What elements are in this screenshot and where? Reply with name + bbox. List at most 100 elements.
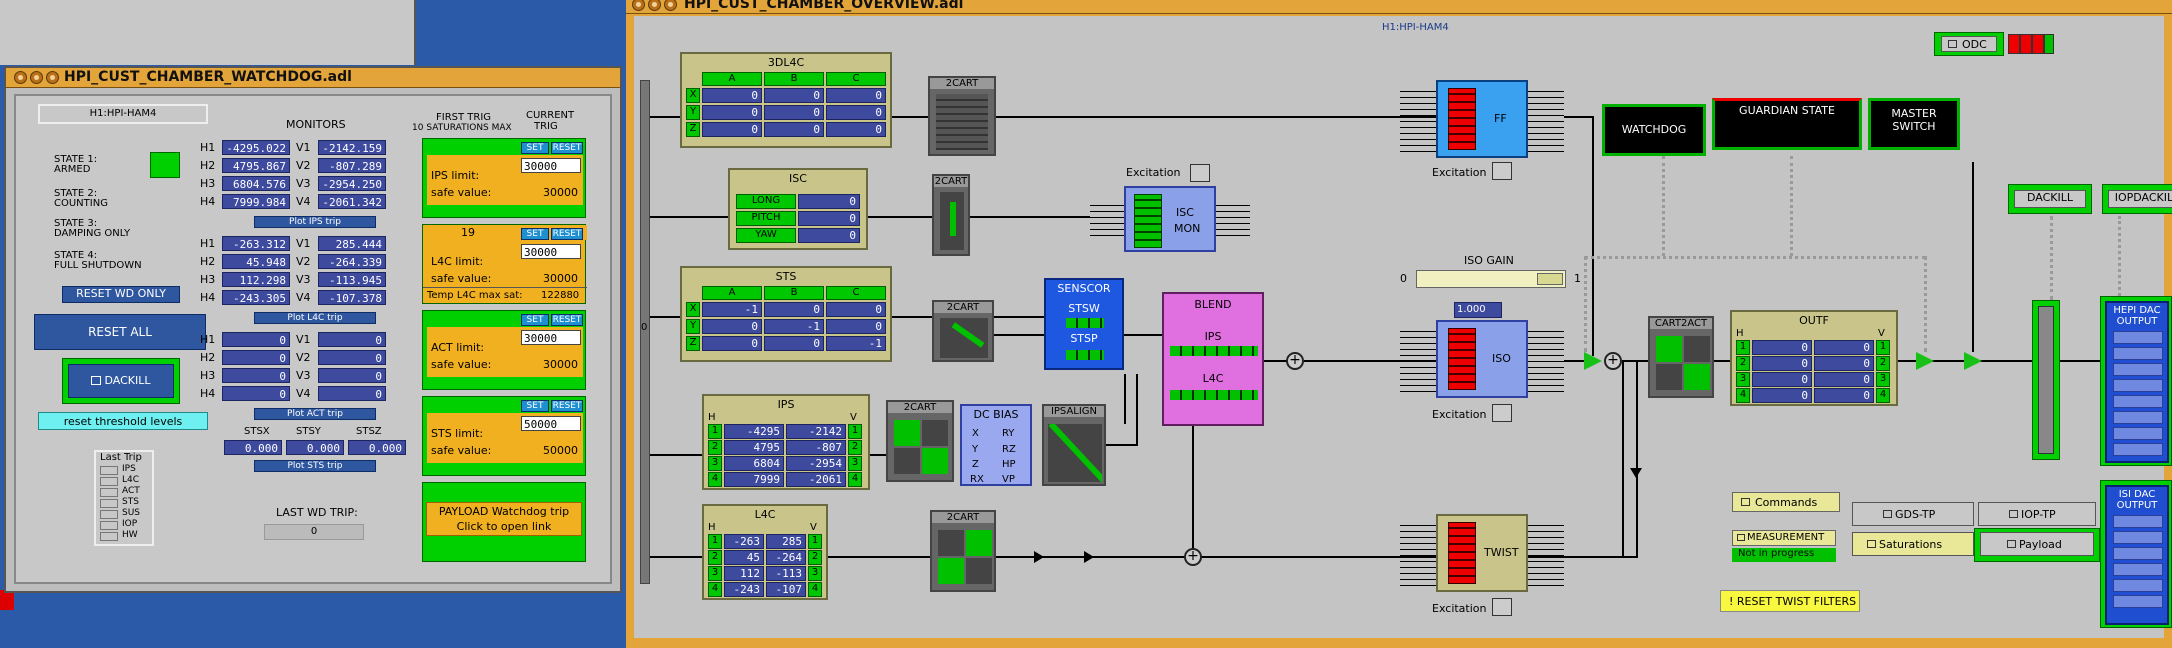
l4c-set-button[interactable]: SET (521, 228, 549, 240)
background-window-strip-bottom (0, 590, 14, 610)
payload-button[interactable]: Payload (1980, 532, 2094, 556)
dcbias-rx: RX (970, 474, 984, 485)
wire (1106, 444, 1138, 446)
plot-sts-trip-button[interactable]: Plot STS trip (254, 460, 376, 472)
dcbias-x: X (972, 428, 979, 439)
senscor-block[interactable]: SENSCOR STSW STSP (1044, 278, 1124, 370)
last-wd-trip-value: 0 (310, 526, 318, 537)
watchdog-titlebar[interactable]: HPI_CUST_CHAMBER_WATCHDOG.adl (6, 68, 620, 88)
act-reset-button[interactable]: RESET (551, 314, 583, 326)
ipsalign-block[interactable]: IPSALIGN (1042, 404, 1106, 486)
guardian-state-button[interactable]: GUARDIAN STATE (1712, 98, 1862, 150)
cart2act-block[interactable]: CART2ACT (1648, 316, 1714, 398)
row-index: 1 (708, 534, 722, 549)
blend-block[interactable]: BLEND IPS L4C (1162, 292, 1264, 426)
isc-mon-filter[interactable]: ISC MON (1124, 186, 1216, 252)
maximize-icon[interactable] (46, 71, 59, 84)
monitor-label: H3 (200, 273, 216, 286)
plot-l4c-trip-button[interactable]: Plot L4C trip (254, 312, 376, 324)
ff-excitation-box[interactable] (1492, 162, 1512, 180)
master-switch-button[interactable]: MASTER SWITCH (1868, 98, 1960, 150)
window-menu-icon[interactable] (14, 71, 27, 84)
ips-reset-button[interactable]: RESET (551, 142, 583, 154)
plot-act-trip-button[interactable]: Plot ACT trip (254, 408, 376, 420)
cart2-l4c[interactable]: 2CART (930, 510, 996, 592)
act-set-button[interactable]: SET (521, 314, 549, 326)
wire (1304, 360, 1436, 362)
monitor-value: 0 (318, 332, 386, 347)
reset-threshold-button[interactable]: reset threshold levels (38, 412, 208, 430)
monitor-label: V1 (296, 333, 311, 346)
minimize-icon[interactable] (648, 0, 661, 11)
ips-limit-input[interactable]: 30000 (521, 158, 581, 173)
iopdackill-button[interactable]: IOPDACKILL (2108, 190, 2172, 208)
measurement-button[interactable]: MEASUREMENT (1732, 530, 1836, 546)
window-icon (1741, 498, 1750, 506)
iso-excitation-box[interactable] (1492, 404, 1512, 422)
sts-set-button[interactable]: SET (521, 400, 549, 412)
iso-filter[interactable]: ISO (1436, 320, 1528, 398)
saturations-button[interactable]: Saturations (1852, 532, 1974, 556)
l4c-limit-input[interactable]: 30000 (521, 244, 581, 259)
payload-line-1: PAYLOAD Watchdog trip (438, 505, 570, 518)
act-limit-input[interactable]: 30000 (521, 330, 581, 345)
commands-button[interactable]: Commands (1732, 492, 1840, 512)
wire (1636, 360, 1638, 556)
reset-twist-button[interactable]: ! RESET TWIST FILTERS (1720, 590, 1860, 612)
gds-tp-button[interactable]: GDS-TP (1852, 502, 1974, 526)
overview-titlebar[interactable]: HPI_CUST_CHAMBER_OVERVIEW.adl (626, 0, 2172, 14)
h-value: 112 (724, 566, 764, 581)
cart2-top[interactable]: 2CART (928, 76, 996, 156)
dcbias-block[interactable]: DC BIAS X Y Z RX RY RZ HP VP (960, 404, 1032, 486)
cart2-ips[interactable]: 2CART (886, 400, 954, 482)
monitor-value: -264.339 (318, 254, 386, 269)
block-l4c-title: L4C (754, 508, 776, 521)
twist-label: TWIST (1484, 546, 1519, 559)
twist-excitation-box[interactable] (1492, 598, 1512, 616)
twist-filter[interactable]: TWIST (1436, 514, 1528, 592)
matrix-cell: 0 (702, 336, 762, 351)
iop-tp-button[interactable]: IOP-TP (1978, 502, 2096, 526)
matrix-cell: 0 (826, 302, 886, 317)
isc-mon-label-1: ISC (1176, 206, 1194, 219)
chamber-name-box: H1:HPI-HAM4 (38, 104, 208, 124)
isi-dac-output[interactable]: ISI DAC OUTPUT (2100, 480, 2172, 628)
row-index: 4 (708, 472, 722, 487)
iso-gain-thumb[interactable] (1537, 273, 1563, 285)
hepi-dac-output[interactable]: HEPI DAC OUTPUT (2100, 296, 2172, 466)
minimize-icon[interactable] (30, 71, 43, 84)
payload-watchdog-link[interactable]: PAYLOAD Watchdog trip Click to open link (426, 502, 582, 536)
last-trip-indicator (100, 532, 118, 541)
state-2-desc: COUNTING (54, 198, 108, 209)
cart2act-q4 (1684, 364, 1710, 390)
monitor-label: H4 (200, 387, 216, 400)
reset-all-button[interactable]: RESET ALL (34, 314, 206, 350)
dackill-button[interactable]: DACKILL (68, 364, 174, 398)
l4c-reset-button[interactable]: RESET (551, 228, 583, 240)
iso-gain-slider[interactable] (1416, 270, 1566, 288)
isc-excitation-box[interactable] (1190, 164, 1210, 182)
odc-button[interactable]: ODC (1934, 32, 2004, 56)
stsp-label: STSP (1070, 332, 1098, 345)
block-ips-title: IPS (777, 398, 795, 411)
reset-wd-only-button[interactable]: RESET WD ONLY (62, 286, 180, 303)
watchdog-button[interactable]: WATCHDOG (1602, 104, 1706, 156)
plot-ips-trip-button[interactable]: Plot IPS trip (254, 216, 376, 228)
maximize-icon[interactable] (664, 0, 677, 11)
ips-set-button[interactable]: SET (521, 142, 549, 154)
ff-filter[interactable]: FF (1436, 80, 1528, 158)
dac-channel (2113, 395, 2163, 408)
dackill-overview-button[interactable]: DACKILL (2014, 190, 2086, 208)
cart2-isc[interactable]: 2CART (932, 174, 970, 256)
sts-reset-button[interactable]: RESET (551, 400, 583, 412)
sts-limit-input[interactable]: 50000 (521, 416, 581, 431)
window-menu-icon[interactable] (632, 0, 645, 11)
column-header: C (826, 286, 886, 300)
cart2-sts[interactable]: 2CART (932, 300, 994, 362)
